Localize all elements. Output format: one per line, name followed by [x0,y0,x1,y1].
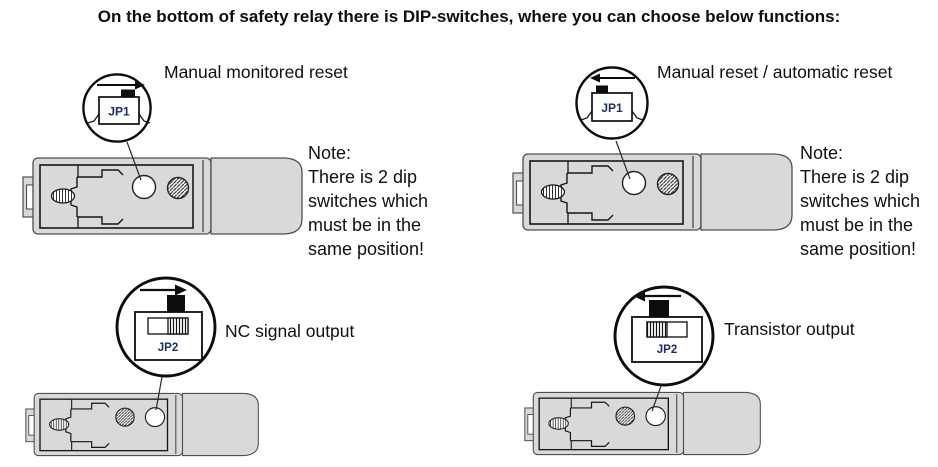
jp2-dip-switch-graphic: JP2 [134,295,203,361]
switch-nub-right [121,89,135,98]
function-label-manual-automatic-reset: Manual reset / automatic reset [657,62,893,82]
jp1-dip-switch-graphic: JP1 [580,85,644,122]
page-title: On the bottom of safety relay there is D… [97,7,841,26]
arrow-right-icon [140,284,187,296]
switch-nub-left [596,85,608,94]
jumper-label: JP1 [108,105,130,119]
relay-bottom-view-top-left [22,155,304,237]
jumper-label: JP2 [158,342,178,354]
relay-bottom-view-bottom-right [524,390,762,457]
jp2-magnifier-transistor-output: JP2 [613,285,715,387]
arrow-left-icon [590,73,635,83]
jumper-label: JP1 [601,101,623,115]
function-label-transistor-output: Transistor output [724,319,855,339]
switch-nub-left [649,300,669,317]
jp2-dip-switch-graphic: JP2 [631,300,703,363]
function-label-nc-signal-output: NC signal output [225,321,355,341]
jp1-dip-switch-graphic: JP1 [87,89,151,125]
jumper-label: JP2 [657,344,677,356]
note-right: Note: There is 2 dip switches which must… [800,143,921,259]
relay-bottom-view-top-right [512,151,794,233]
arrow-right-icon [97,80,145,90]
switch-nub-right [167,295,185,312]
arrow-left-icon [633,290,681,302]
jp2-magnifier-nc-output: JP2 [115,276,217,378]
relay-bottom-view-bottom-left [25,391,260,458]
note-left: Note: There is 2 dip switches which must… [308,143,429,259]
jp1-magnifier-monitored-reset: JP1 [82,73,152,143]
jp1-magnifier-auto-reset: JP1 [575,66,649,140]
function-label-manual-monitored-reset: Manual monitored reset [164,62,348,82]
